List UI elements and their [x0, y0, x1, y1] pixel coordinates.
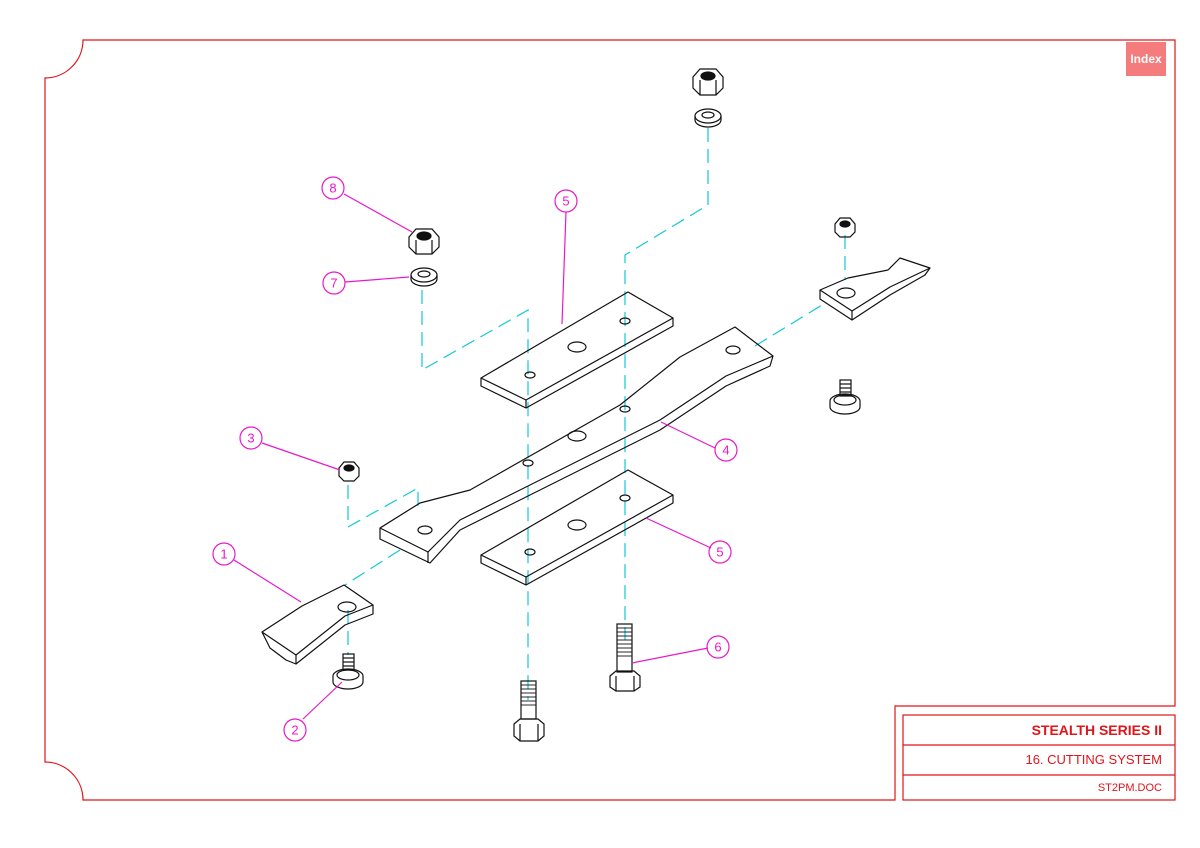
locknut-part-3 — [338, 461, 360, 482]
blade-bar-part-4 — [379, 326, 774, 564]
svg-text:5: 5 — [716, 545, 723, 560]
title-block-frame — [902, 714, 1176, 801]
nut-part-8 — [408, 228, 440, 255]
callout-1: 1 — [212, 542, 236, 566]
title-block-doc: ST2PM.DOC — [1097, 781, 1162, 794]
plate-lower-part-5 — [480, 469, 674, 586]
callout-2: 2 — [283, 718, 307, 742]
locknut-right — [834, 217, 856, 238]
drawing-border — [44, 39, 1176, 801]
svg-text:1: 1 — [220, 547, 227, 562]
callout-7: 7 — [322, 271, 346, 295]
callout-4: 4 — [714, 438, 738, 462]
callout-5-upper: 5 — [554, 189, 578, 213]
svg-text:8: 8 — [329, 181, 336, 196]
blade-right — [819, 257, 931, 321]
index-button[interactable]: Index — [1126, 42, 1166, 76]
svg-text:6: 6 — [714, 640, 721, 655]
callout-5-lower: 5 — [708, 540, 732, 564]
washer-part-7 — [410, 267, 438, 287]
hex-bolt-center — [513, 680, 545, 742]
svg-text:2: 2 — [291, 723, 298, 738]
svg-text:4: 4 — [722, 443, 729, 458]
blade-bolt-part-2 — [332, 653, 364, 690]
title-block-series: STEALTH SERIES II — [1031, 721, 1162, 738]
svg-text:3: 3 — [247, 431, 254, 446]
callout-6: 6 — [706, 635, 730, 659]
assembly-centerlines — [344, 128, 846, 700]
nut-top — [692, 68, 724, 96]
callout-8: 8 — [321, 176, 345, 200]
plate-upper-part-5 — [480, 291, 674, 409]
callout-leaders — [233, 193, 716, 720]
blade-left-part-1 — [261, 584, 374, 665]
svg-text:5: 5 — [562, 194, 569, 209]
washer-top — [694, 108, 722, 128]
callout-3: 3 — [239, 426, 263, 450]
svg-text:7: 7 — [330, 276, 337, 291]
blade-bolt-right — [829, 379, 861, 415]
title-block-section: 16. CUTTING SYSTEM — [1025, 752, 1162, 767]
hex-bolt-part-6 — [609, 623, 641, 692]
